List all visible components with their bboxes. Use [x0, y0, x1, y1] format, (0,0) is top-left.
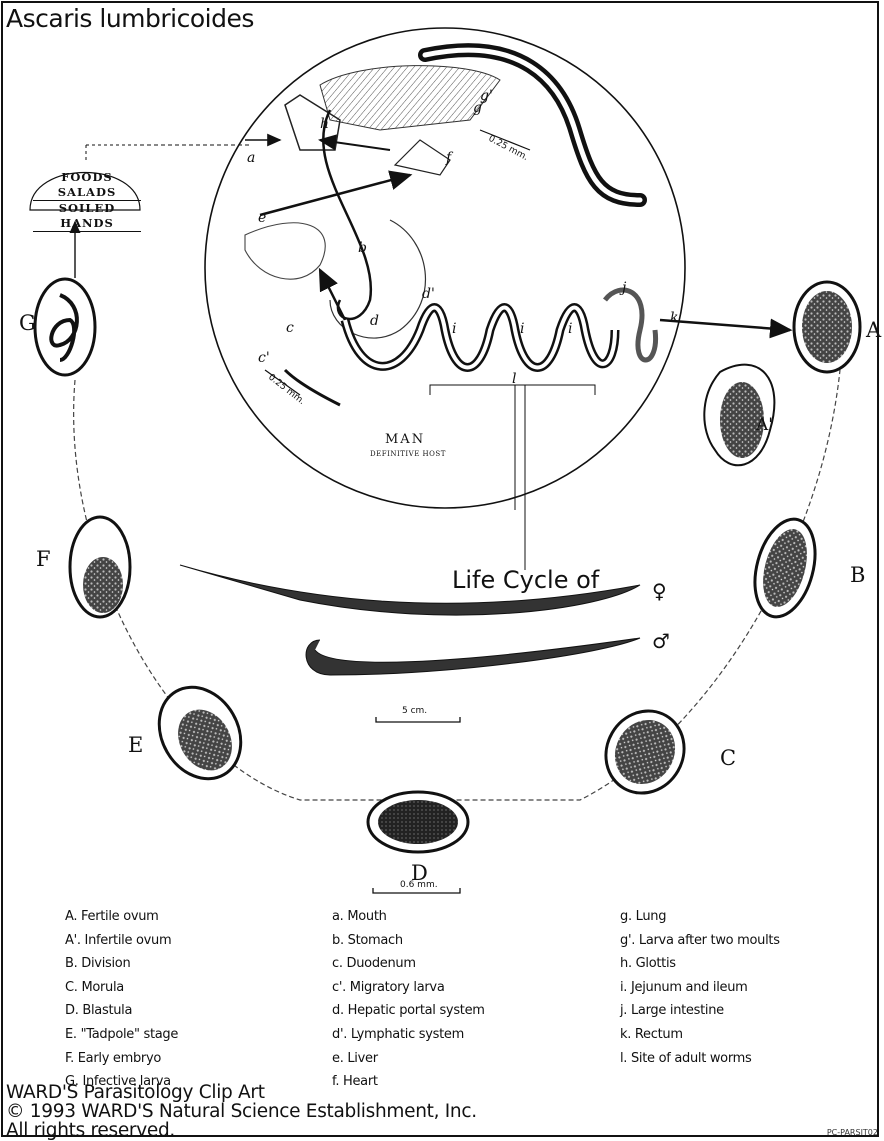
legend-item: e. Liver: [332, 1047, 485, 1071]
organ-label-h: h: [320, 116, 329, 132]
organ-label-b: b: [358, 240, 367, 256]
source-salads: SALADS: [33, 185, 141, 200]
legend-item: A. Fertile ovum: [65, 905, 178, 929]
host-label: MAN: [385, 432, 425, 447]
organ-label-i-1: i: [452, 321, 456, 337]
copyright-line: All rights reserved.: [6, 1121, 477, 1140]
organ-label-c-prime: c': [258, 350, 270, 366]
legend-item: A'. Infertile ovum: [65, 929, 178, 953]
organ-label-d-prime: d': [422, 286, 435, 302]
legend-item: g. Lung: [620, 905, 780, 929]
legend-item: B. Division: [65, 952, 178, 976]
organ-label-d: d: [370, 313, 379, 329]
legend-item: E. "Tadpole" stage: [65, 1023, 178, 1047]
stage-label-E: E: [128, 733, 143, 757]
copyright-line: WARD'S Parasitology Clip Art: [6, 1083, 477, 1102]
legend-stages: A. Fertile ovum A'. Infertile ovum B. Di…: [65, 905, 178, 1094]
legend-item: C. Morula: [65, 976, 178, 1000]
organ-label-k: k: [670, 310, 678, 326]
female-symbol: ♀: [652, 579, 667, 603]
stage-label-C: C: [720, 746, 736, 770]
stage-label-A: A: [865, 318, 882, 342]
rectum-arrow: [660, 320, 790, 330]
male-worm: [306, 638, 640, 675]
legend-item: k. Rectum: [620, 1023, 780, 1047]
stage-label-F: F: [36, 547, 51, 571]
stage-label-G: G: [19, 311, 36, 335]
legend-item: c. Duodenum: [332, 952, 485, 976]
legend-item: D. Blastula: [65, 999, 178, 1023]
legend-item: l. Site of adult worms: [620, 1047, 780, 1071]
organ-label-i-3: i: [568, 321, 572, 337]
organ-label-e: e: [258, 210, 266, 226]
source-foods: FOODS: [33, 170, 141, 185]
male-symbol: ♂: [652, 629, 670, 653]
catalog-code: PC-PARSIT02: [827, 1128, 878, 1137]
host-sublabel: DEFINITIVE HOST: [370, 450, 446, 458]
scale-label-worms: 5 cm.: [402, 706, 427, 716]
stage-label-A-prime: A': [755, 415, 773, 435]
source-soiled-hands: SOILED HANDS: [33, 200, 141, 232]
legend-item: b. Stomach: [332, 929, 485, 953]
legend-item: a. Mouth: [332, 905, 485, 929]
legend-item: d. Hepatic portal system: [332, 999, 485, 1023]
legend-item: d'. Lymphatic system: [332, 1023, 485, 1047]
legend-item: i. Jejunum and ileum: [620, 976, 780, 1000]
legend-item: g'. Larva after two moults: [620, 929, 780, 953]
scale-label-eggs: 0.6 mm.: [400, 880, 438, 890]
stage-label-B: B: [850, 563, 865, 587]
legend-organs-1: a. Mouth b. Stomach c. Duodenum c'. Migr…: [332, 905, 485, 1094]
organ-label-c: c: [286, 320, 294, 336]
overlay-title: Life Cycle of: [452, 566, 599, 594]
organ-label-g-prime: g': [480, 88, 493, 104]
egg-G: [35, 279, 95, 375]
organ-label-l: l: [512, 371, 516, 387]
legend-item: F. Early embryo: [65, 1047, 178, 1071]
organ-label-a: a: [247, 150, 255, 166]
legend-item: c'. Migratory larva: [332, 976, 485, 1000]
legend-organs-2: g. Lung g'. Larva after two moults h. Gl…: [620, 905, 780, 1070]
copyright-block: WARD'S Parasitology Clip Art © 1993 WARD…: [6, 1083, 477, 1140]
organ-label-i-2: i: [520, 321, 524, 337]
legend-item: j. Large intestine: [620, 999, 780, 1023]
legend-item: h. Glottis: [620, 952, 780, 976]
infection-sources: FOODS SALADS SOILED HANDS: [33, 170, 141, 232]
copyright-line: © 1993 WARD'S Natural Science Establishm…: [6, 1102, 477, 1121]
